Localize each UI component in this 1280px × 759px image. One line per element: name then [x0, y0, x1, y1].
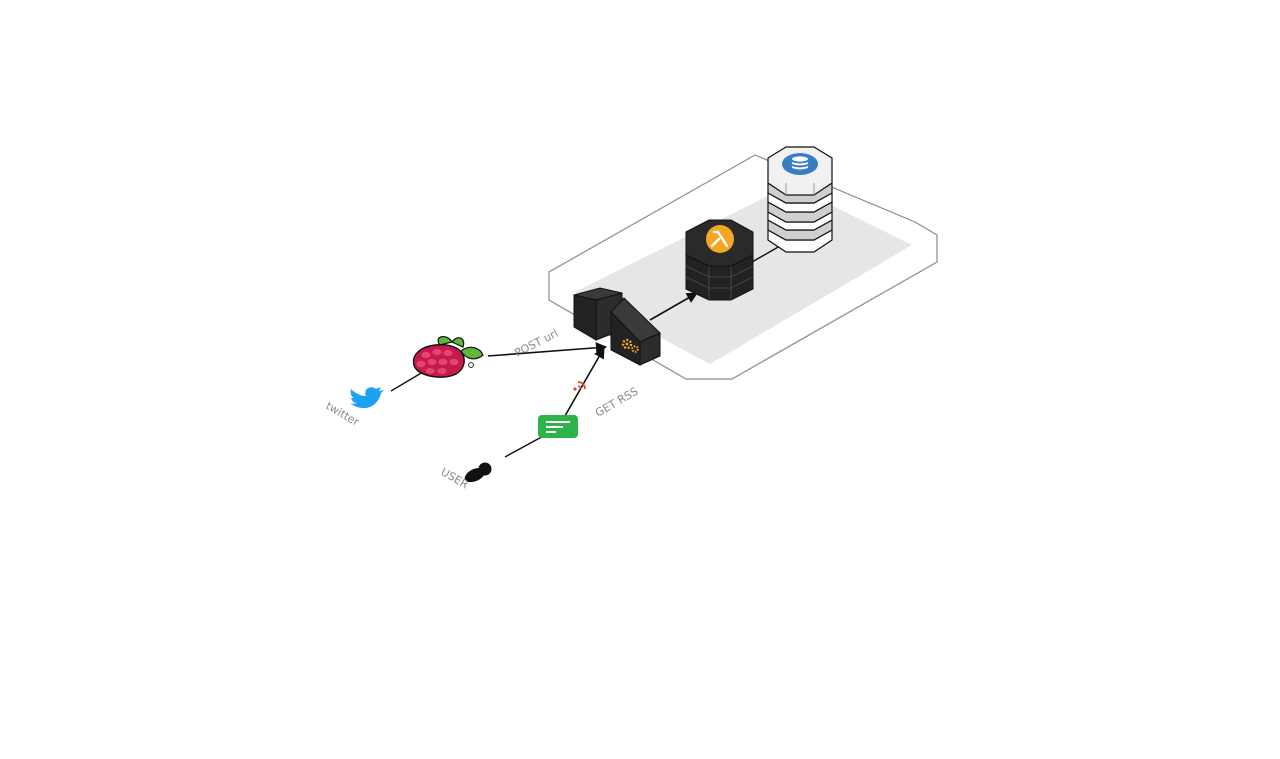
user-label: USER	[439, 465, 471, 491]
twitter-to-raspberry-line	[390, 371, 424, 392]
database-icon	[767, 146, 833, 253]
post-url-label: POST url	[512, 327, 560, 360]
api-gateway-icon	[573, 287, 661, 366]
raspberry-pi-icon	[412, 336, 484, 378]
rss-feed-icon	[538, 415, 578, 438]
lambda-icon	[685, 219, 754, 301]
get-rss-label: GET RSS	[593, 385, 640, 420]
lambda-to-database-line	[751, 245, 781, 263]
twitter-bird-icon	[350, 387, 384, 409]
user-icon	[464, 462, 492, 483]
gear-icon	[621, 338, 639, 353]
gateway-to-lambda-arrow	[649, 292, 698, 321]
raspberry-to-gateway-arrow	[487, 342, 608, 357]
rss-marker-icon	[573, 381, 586, 391]
